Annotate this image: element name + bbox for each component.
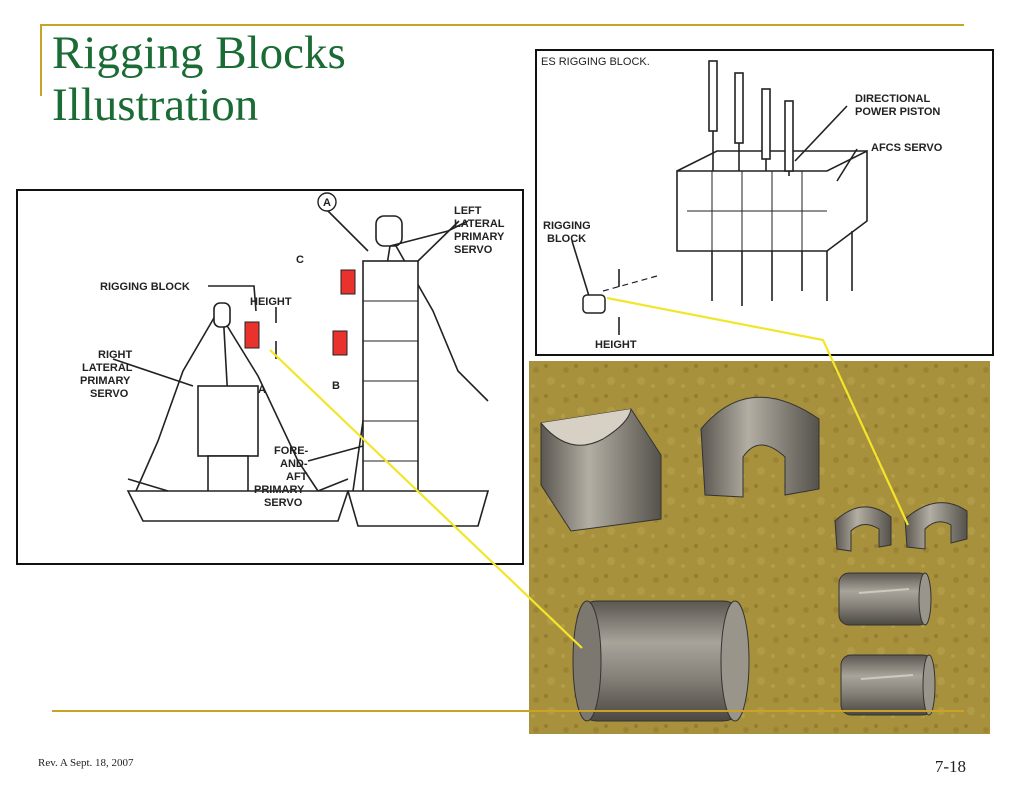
rigging-block-leader bbox=[208, 285, 257, 312]
medium-cylinder-block-1 bbox=[838, 572, 930, 626]
directional-power-piston-leader bbox=[794, 105, 848, 162]
right-servo-rod bbox=[135, 310, 219, 492]
label-left-lateral-1: LEFT bbox=[454, 205, 482, 217]
rigging-block-leader-right bbox=[571, 240, 590, 297]
left-base-frame bbox=[126, 490, 350, 522]
left-clevis bbox=[213, 302, 231, 328]
rigging-block-b bbox=[332, 330, 348, 356]
directional-servo-diagram: ES RIGGING BLOCK. DIRECTIONAL POWER PIST… bbox=[535, 49, 994, 356]
rigging-block-right bbox=[582, 294, 606, 314]
small-half-block-2 bbox=[904, 502, 968, 550]
label-fore-aft-2: AND- bbox=[280, 458, 308, 470]
label-afcs-servo: AFCS SERVO bbox=[871, 142, 943, 154]
title-line-2: Illustration bbox=[52, 78, 259, 131]
label-right-lateral-2: LATERAL bbox=[82, 362, 133, 374]
top-rule bbox=[40, 24, 964, 26]
label-fore-aft-3: AFT bbox=[286, 471, 308, 483]
label-left-lateral-3: PRIMARY bbox=[454, 231, 505, 243]
left-servo-lower bbox=[207, 455, 249, 497]
rigging-block-a bbox=[244, 321, 260, 349]
footer-revision: Rev. A Sept. 18, 2007 bbox=[38, 757, 134, 769]
label-a: A bbox=[323, 197, 331, 209]
right-servo-tower bbox=[362, 260, 419, 512]
label-fore-aft-4: PRIMARY bbox=[254, 484, 305, 496]
label-directional-2: POWER PISTON bbox=[855, 106, 940, 118]
photo-drawing bbox=[529, 361, 990, 734]
servo-assembly-drawing: A C B A RIGGING BLOCK HEIGHT LEFT LATERA… bbox=[80, 192, 505, 527]
afcs-servo-leader bbox=[836, 148, 858, 182]
label-left-lateral-2: LATERAL bbox=[454, 218, 505, 230]
label-b: B bbox=[332, 380, 340, 392]
label-right-lateral-1: RIGHT bbox=[98, 349, 133, 361]
point-a-leader bbox=[327, 210, 369, 252]
label-directional-1: DIRECTIONAL bbox=[855, 93, 930, 105]
right-servo-leader bbox=[112, 358, 194, 387]
piston-3 bbox=[761, 88, 771, 160]
left-accent-rule bbox=[40, 24, 42, 96]
label-rigging-1: RIGGING bbox=[543, 220, 591, 232]
piston-4 bbox=[784, 100, 794, 172]
servo-assembly-diagram: A C B A RIGGING BLOCK HEIGHT LEFT LATERA… bbox=[16, 189, 524, 565]
piston-2 bbox=[734, 72, 744, 144]
right-base-frame bbox=[346, 490, 490, 527]
label-right-lateral-4: SERVO bbox=[90, 388, 129, 400]
label-rigging-block: RIGGING BLOCK bbox=[100, 281, 190, 293]
label-c: C bbox=[296, 254, 304, 266]
label-left-lateral-4: SERVO bbox=[454, 244, 493, 256]
top-clevis bbox=[375, 215, 403, 247]
left-servo-leader bbox=[417, 220, 460, 262]
large-cylinder-block bbox=[576, 600, 744, 722]
title-line-1: Rigging Blocks bbox=[52, 27, 346, 79]
slide-title: Rigging Blocks Illustration bbox=[52, 27, 346, 131]
label-diagram-title: ES RIGGING BLOCK. bbox=[541, 56, 650, 68]
rigging-blocks-photo bbox=[529, 361, 990, 734]
fore-aft-leader bbox=[307, 445, 364, 462]
circled-a bbox=[317, 192, 337, 212]
piston-1 bbox=[708, 60, 718, 132]
label-right-lateral-3: PRIMARY bbox=[80, 375, 131, 387]
label-rigging-2: BLOCK bbox=[547, 233, 586, 245]
directional-servo-drawing: ES RIGGING BLOCK. DIRECTIONAL POWER PIST… bbox=[541, 56, 943, 351]
label-a-small: A bbox=[258, 384, 266, 396]
medium-cylinder-block-2 bbox=[840, 654, 934, 716]
label-fore-aft-1: FORE- bbox=[274, 445, 309, 457]
label-height: HEIGHT bbox=[250, 296, 292, 308]
bottom-rule bbox=[52, 710, 964, 712]
label-fore-aft-5: SERVO bbox=[264, 497, 303, 509]
page-number: 7-18 bbox=[934, 757, 966, 776]
label-height-right: HEIGHT bbox=[595, 339, 637, 351]
left-servo-body bbox=[197, 385, 259, 457]
rigging-block-c bbox=[340, 269, 356, 295]
